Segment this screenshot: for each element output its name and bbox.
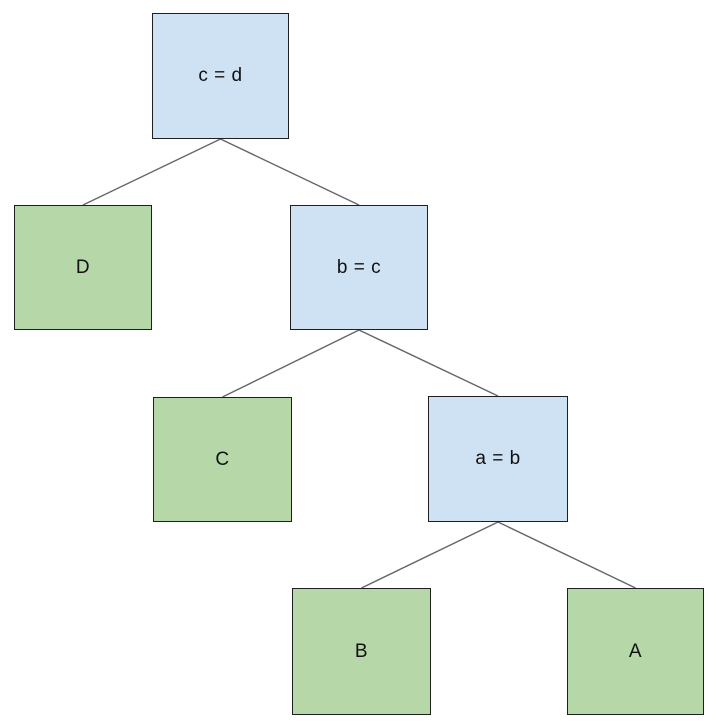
node-label: D — [75, 256, 91, 278]
node-label: c = d — [198, 65, 243, 86]
node-label: C — [215, 448, 230, 470]
tree-node-A: A — [567, 588, 704, 715]
node-label: a = b — [475, 448, 521, 469]
tree-node-B: B — [292, 588, 431, 715]
node-label: B — [354, 640, 369, 662]
node-label: b = c — [336, 256, 382, 278]
node-label: A — [628, 640, 643, 662]
tree-node-D: D — [14, 205, 152, 330]
tree-node-C: C — [153, 397, 292, 522]
tree-node-ab: a = b — [428, 396, 568, 522]
tree-node-cd: c = d — [152, 13, 289, 139]
tree-node-bc: b = c — [290, 205, 428, 330]
